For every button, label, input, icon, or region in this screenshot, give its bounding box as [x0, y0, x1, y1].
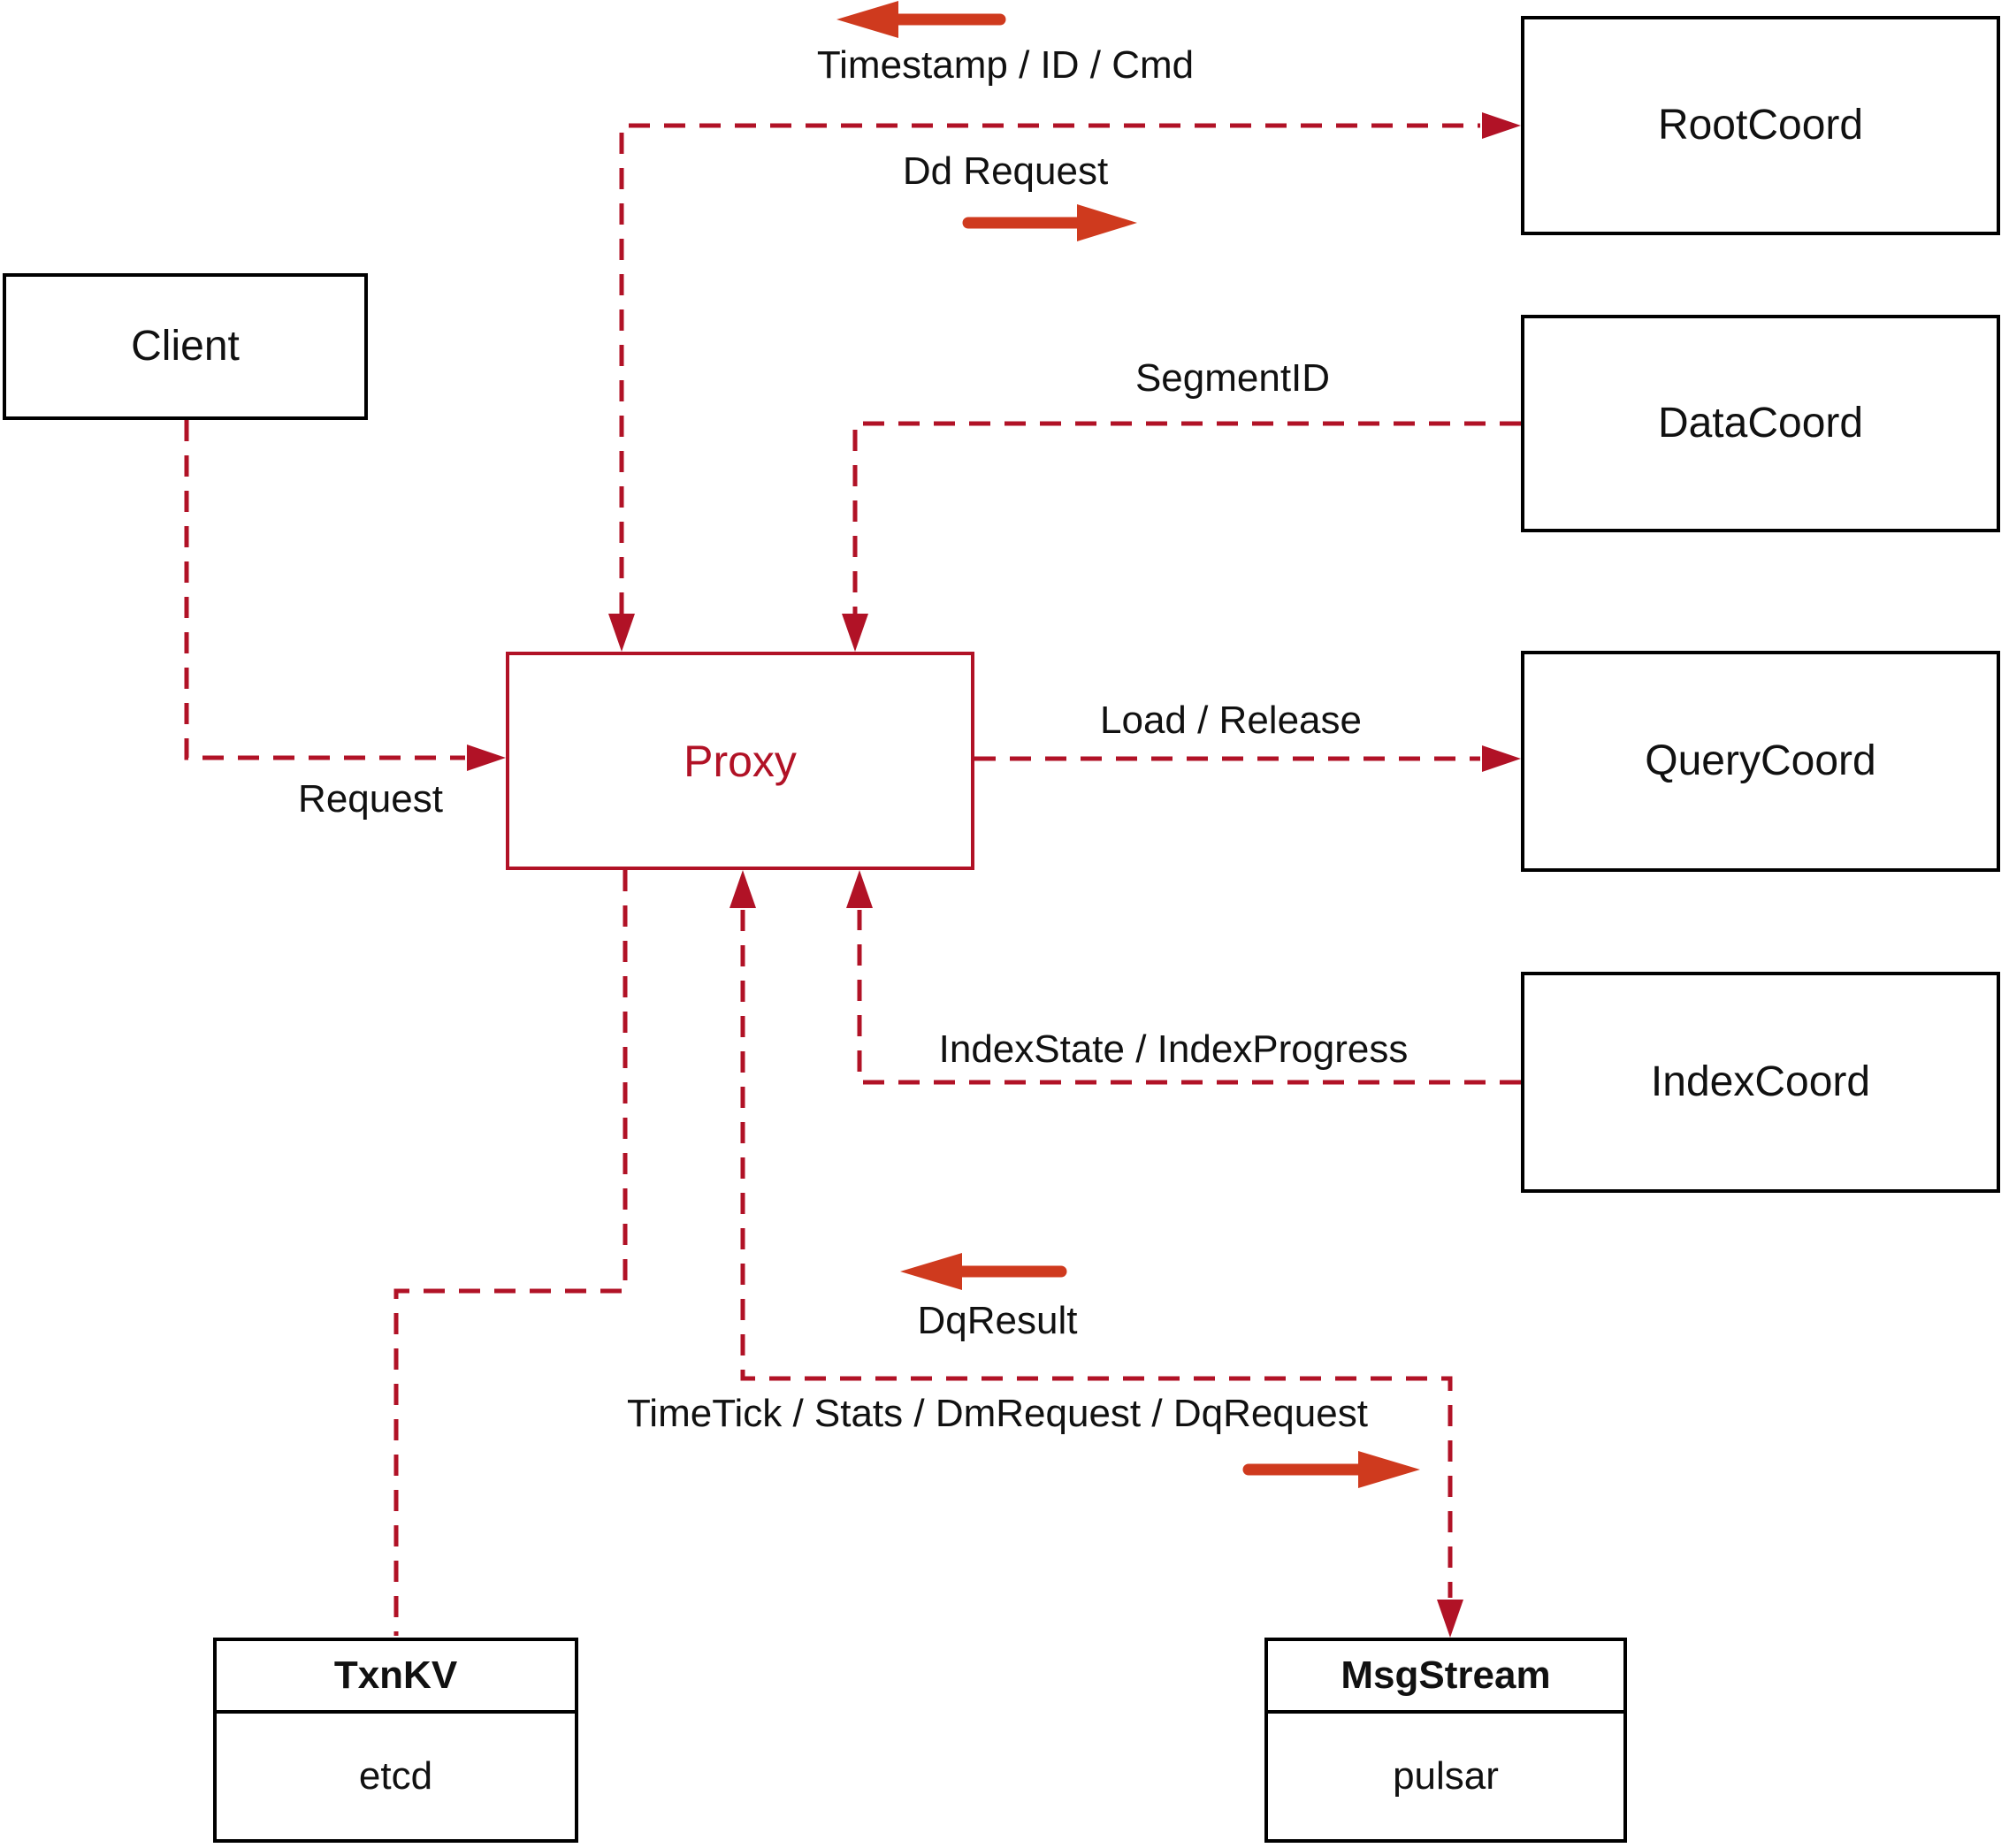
- edge-datacoord-proxy-line: [852, 421, 1521, 614]
- direction-arrow-right-ddrequest-head: [1077, 204, 1137, 241]
- edge-label-timestamp-id-cmd: Timestamp / ID / Cmd: [816, 42, 1195, 87]
- node-txnkv-impl: etcd: [358, 1754, 433, 1798]
- node-client-label: Client: [131, 323, 240, 370]
- edge-proxy-rootcoord-line: [619, 123, 1480, 614]
- arrowhead-datacoord-into-proxy: [842, 614, 868, 652]
- node-datacoord: DataCoord: [1521, 315, 2000, 532]
- node-proxy-label: Proxy: [684, 736, 797, 786]
- arrowhead-msgstream-into-proxy: [730, 870, 756, 908]
- node-querycoord: QueryCoord: [1521, 651, 2000, 872]
- arrowhead-rootcoord-into-proxy: [608, 614, 635, 652]
- direction-arrow-right-timetick-head: [1358, 1451, 1420, 1488]
- node-proxy: Proxy: [506, 652, 974, 870]
- node-querycoord-label: QueryCoord: [1645, 737, 1876, 784]
- direction-arrow-left-timestamp-head: [836, 1, 898, 38]
- edge-client-proxy-line: [184, 420, 465, 760]
- edge-label-dqresult: DqResult: [917, 1298, 1078, 1342]
- node-msgstream: MsgStream pulsar: [1264, 1638, 1627, 1843]
- node-indexcoord-label: IndexCoord: [1650, 1058, 1871, 1105]
- edge-label-indexstate-indexprogress: IndexState / IndexProgress: [938, 1027, 1409, 1071]
- node-indexcoord: IndexCoord: [1521, 972, 2000, 1193]
- arrowhead-into-querycoord: [1482, 745, 1521, 772]
- edge-proxy-txnkv-line: [393, 870, 628, 1636]
- node-msgstream-title: MsgStream: [1268, 1641, 1623, 1714]
- arrowhead-into-rootcoord: [1482, 112, 1521, 139]
- edge-label-segmentid: SegmentID: [1134, 355, 1331, 400]
- edge-label-timetick-stats-dmrequest-dqrequest: TimeTick / Stats / DmRequest / DqRequest: [627, 1391, 1368, 1435]
- node-rootcoord: RootCoord: [1521, 16, 2000, 235]
- arrowhead-indexcoord-into-proxy: [846, 870, 873, 908]
- edge-label-request: Request: [298, 776, 443, 821]
- direction-arrow-left-dqresult-head: [900, 1253, 962, 1290]
- node-rootcoord-label: RootCoord: [1657, 102, 1864, 149]
- edge-proxy-msgstream-line: [740, 910, 1453, 1598]
- edge-label-load-release: Load / Release: [1100, 698, 1362, 742]
- node-txnkv: TxnKV etcd: [213, 1638, 578, 1843]
- node-datacoord-label: DataCoord: [1657, 400, 1864, 447]
- node-client: Client: [3, 273, 368, 420]
- edge-label-dd-request: Dd Request: [902, 149, 1109, 193]
- arrowhead-client-into-proxy: [467, 745, 506, 771]
- node-txnkv-title: TxnKV: [217, 1641, 575, 1714]
- arrowhead-into-msgstream: [1437, 1600, 1463, 1638]
- edge-indexcoord-proxy-line: [857, 910, 1521, 1085]
- node-msgstream-impl: pulsar: [1393, 1754, 1499, 1798]
